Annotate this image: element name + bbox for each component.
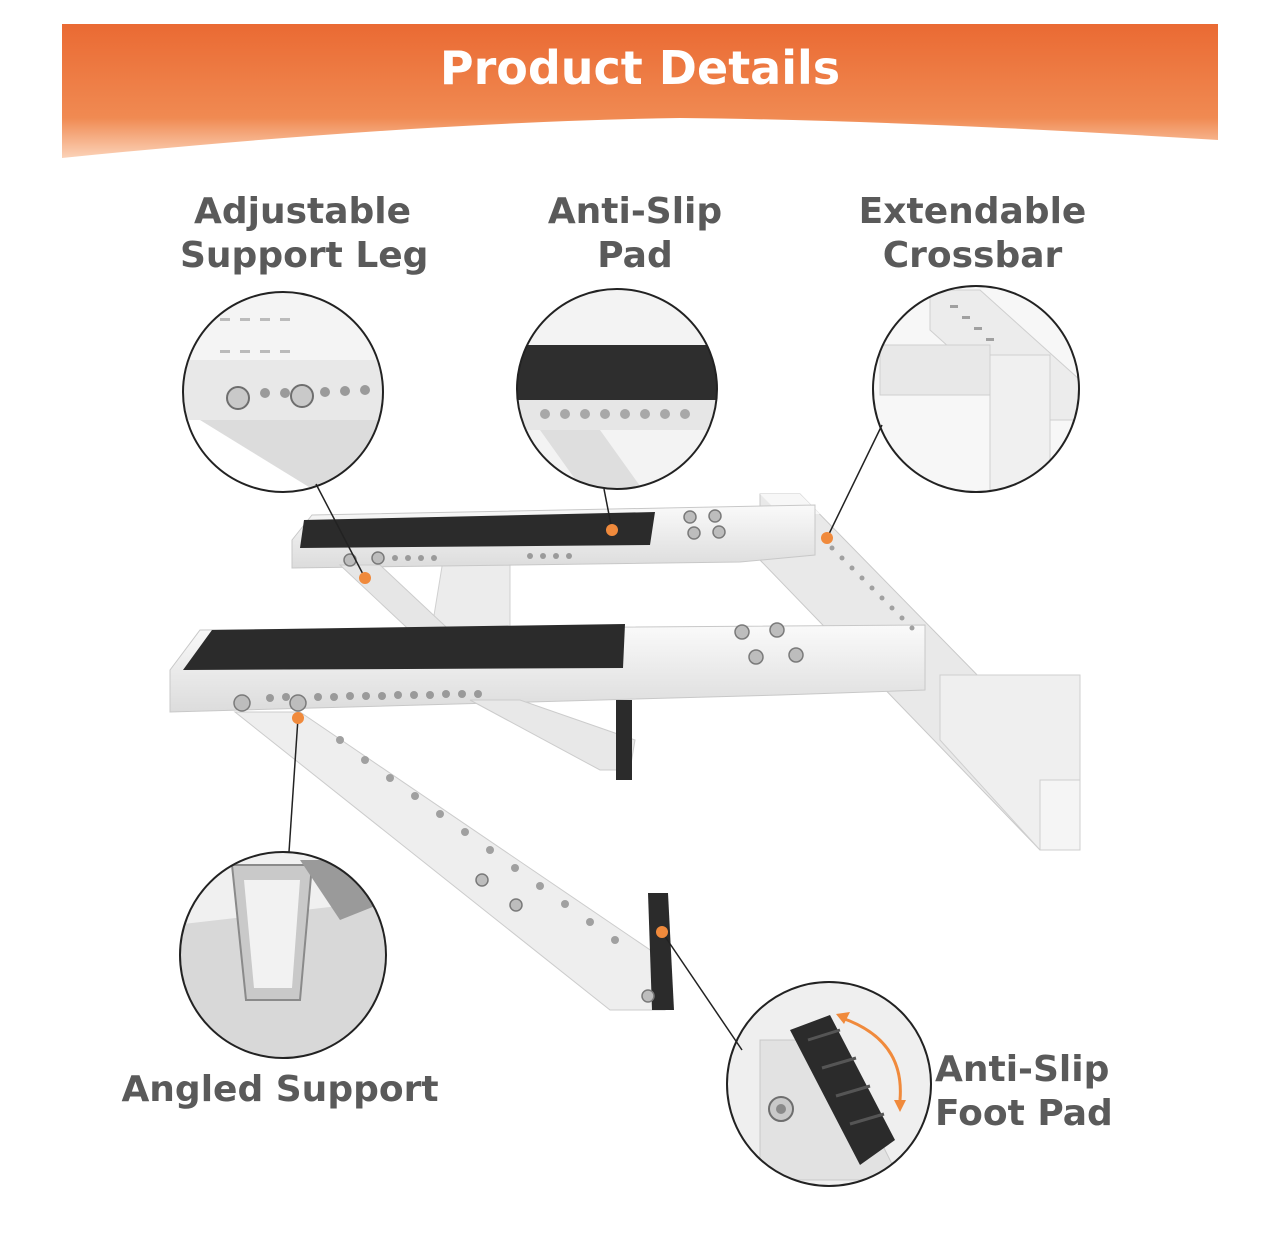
detail-circle-crossbar: [872, 285, 1080, 493]
label-angled-support: Angled Support: [121, 1069, 439, 1110]
dot-foot-pad: [656, 926, 668, 938]
page-title: Product Details: [439, 41, 841, 95]
detail-circle-foot-pad: [726, 981, 932, 1187]
leader-lines: [288, 424, 883, 1051]
detail-circle-angled-support: [179, 851, 387, 1059]
label-extendable-crossbar: Extendable Crossbar: [858, 191, 1087, 276]
detail-circle-support-leg: [182, 291, 384, 493]
dot-crossbar: [821, 532, 833, 544]
callout-dots: [292, 524, 833, 938]
bracket-assembly: [169, 493, 1081, 1011]
dot-anti-slip-pad: [606, 524, 618, 536]
dot-support-leg: [359, 572, 371, 584]
label-anti-slip-foot-pad: Anti-Slip Foot Pad: [935, 1049, 1113, 1134]
label-anti-slip-pad: Anti-Slip Pad: [547, 191, 723, 276]
detail-circle-anti-slip-pad: [516, 288, 718, 490]
label-adjustable-support-leg: Adjustable Support Leg: [180, 191, 429, 276]
dot-angled-support: [292, 712, 304, 724]
header-banner: [62, 24, 1218, 158]
